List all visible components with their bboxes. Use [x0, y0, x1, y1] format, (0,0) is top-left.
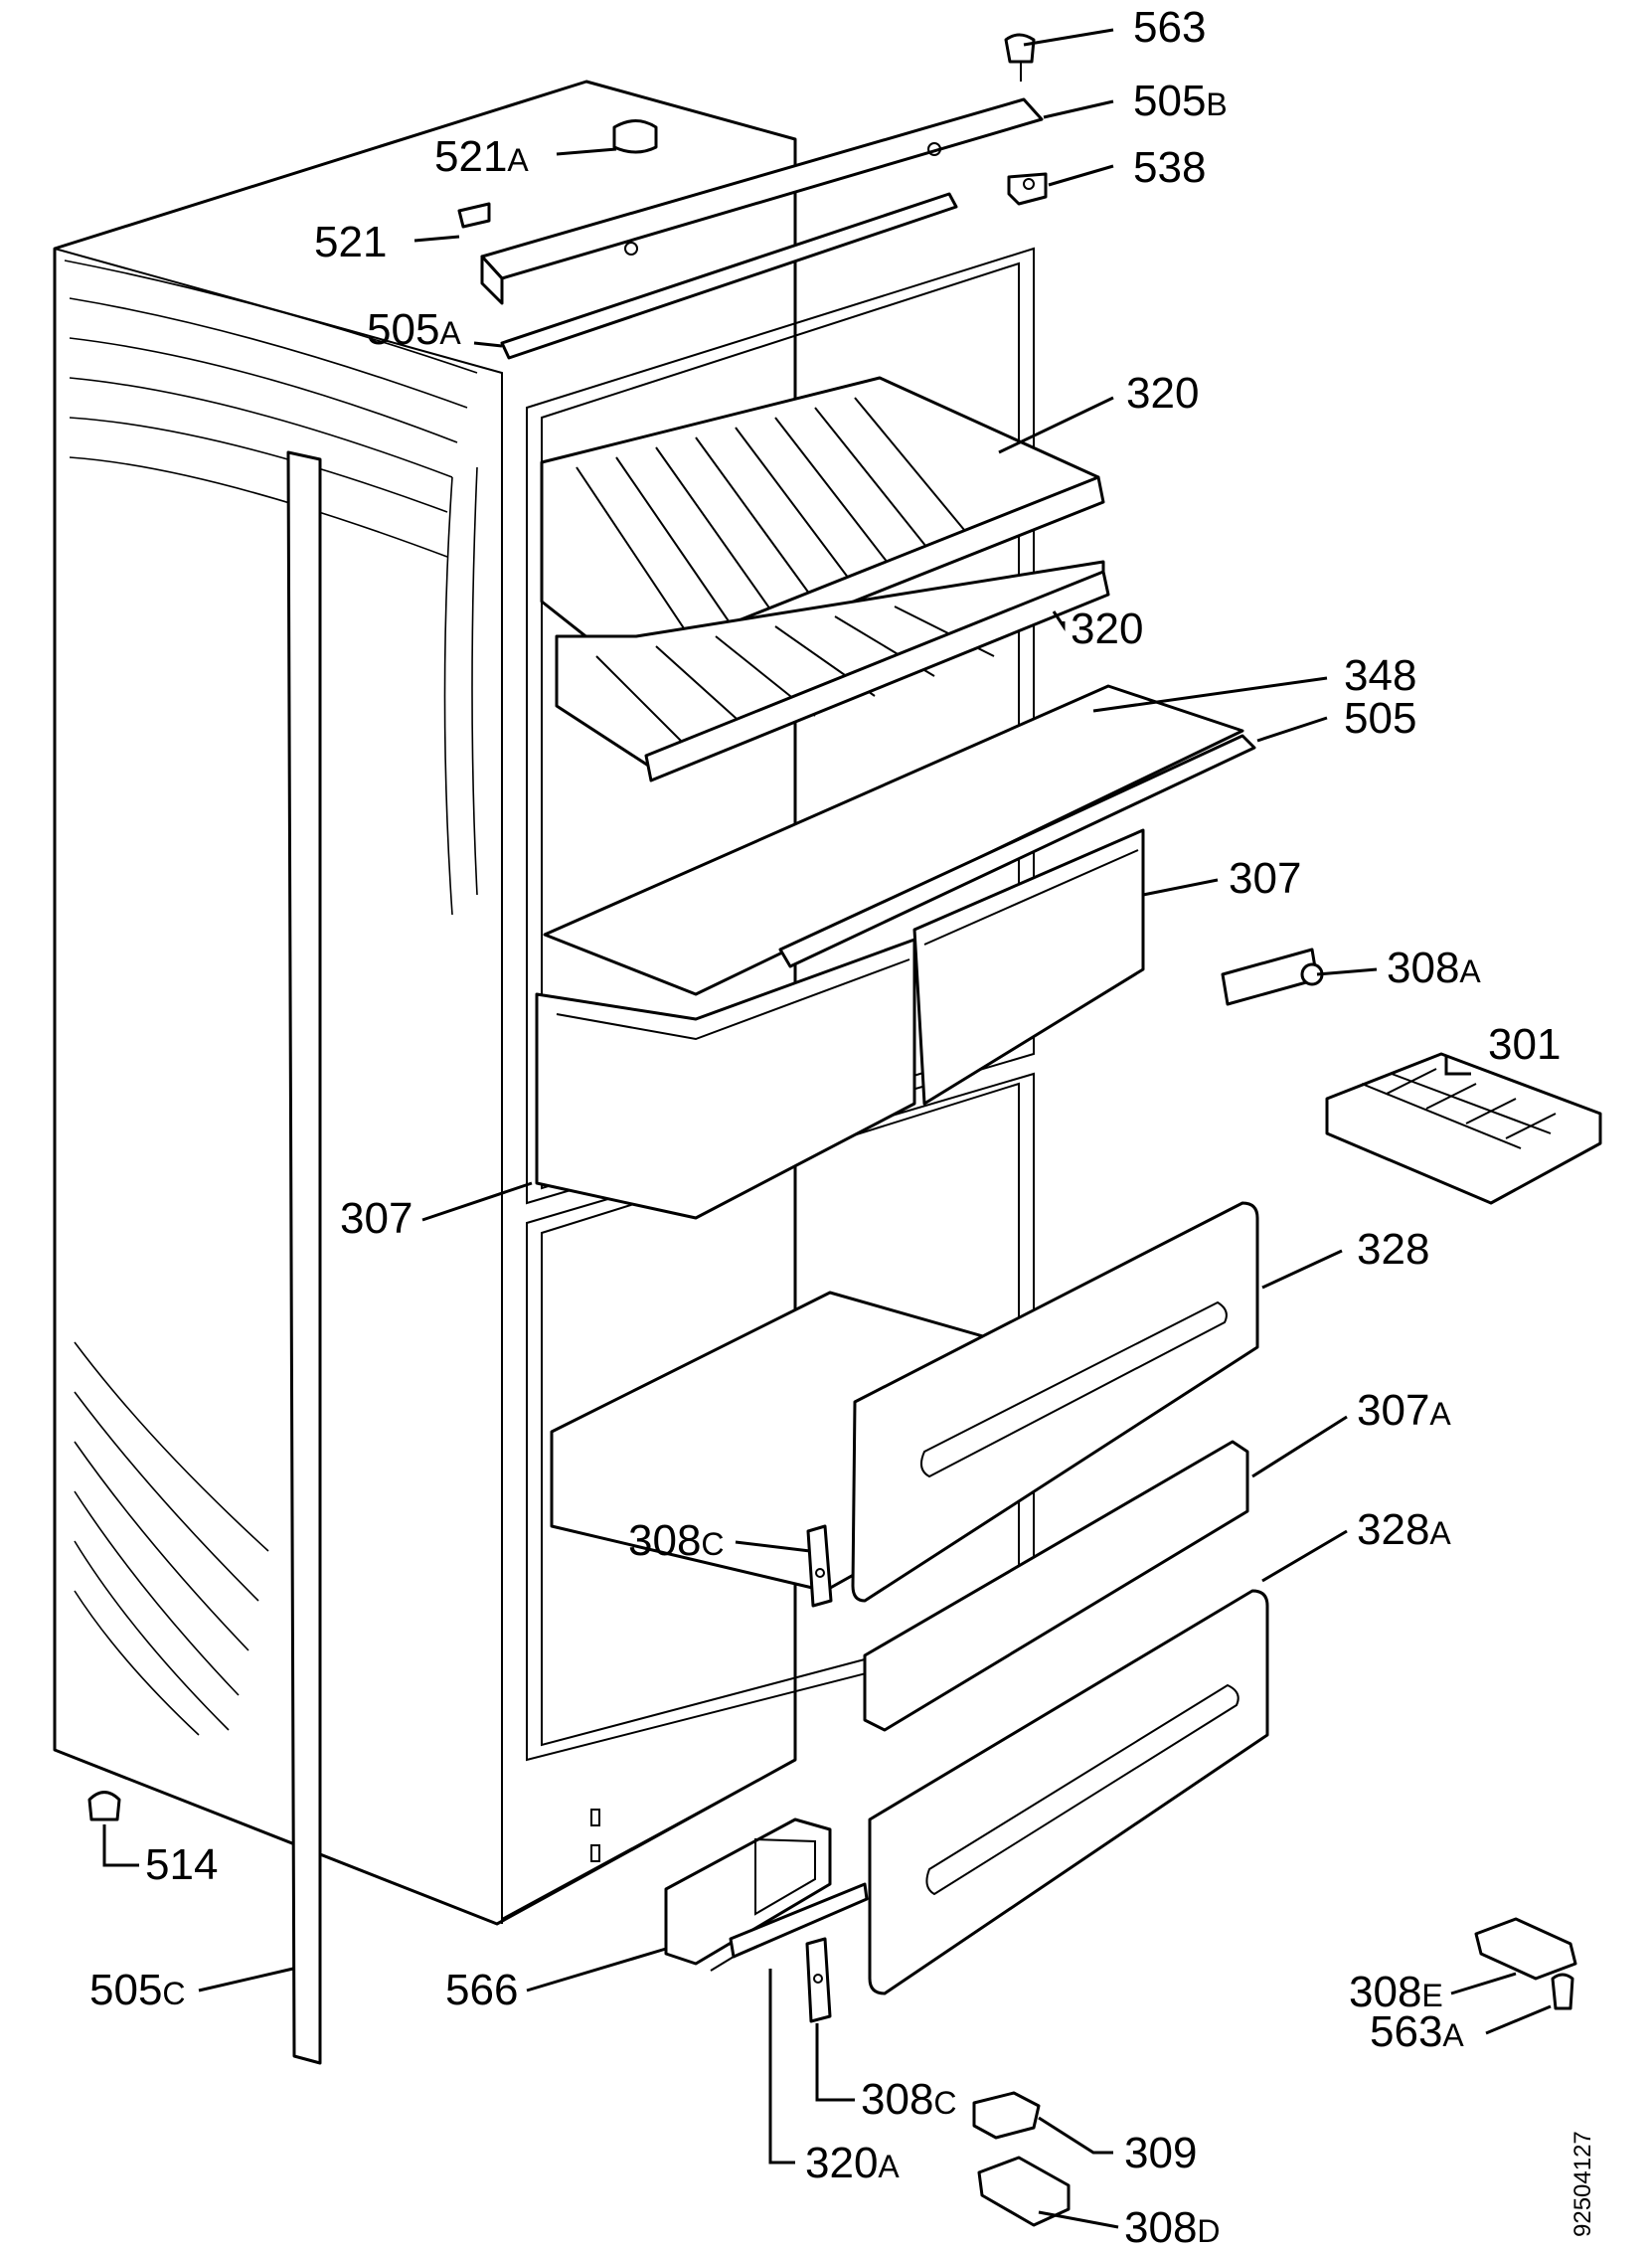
drawer-front-328 — [851, 1201, 1259, 1603]
label-number: 307 — [1357, 1386, 1429, 1435]
label-320a: 320A — [805, 2139, 900, 2187]
label-307-left: 307 — [340, 1194, 413, 1243]
label-538: 538 — [1133, 143, 1206, 192]
label-505c: 505C — [89, 1966, 186, 2014]
label-number: 308 — [1387, 944, 1459, 992]
label-number: 308 — [1349, 1968, 1421, 2016]
label-309: 309 — [1124, 2129, 1197, 2177]
label-suffix: B — [1206, 87, 1227, 122]
label-505a: 505A — [367, 305, 461, 354]
label-suffix: D — [1197, 2213, 1220, 2249]
clip-308c-upper — [806, 1524, 833, 1608]
label-number: 514 — [145, 1840, 218, 1889]
label-suffix: E — [1421, 1978, 1442, 2013]
label-number: 320 — [1126, 369, 1199, 418]
wire-shelf-320-lower — [555, 560, 1110, 782]
label-328: 328 — [1357, 1225, 1429, 1274]
label-number: 320 — [1071, 605, 1143, 653]
label-number: 505 — [89, 1966, 162, 2014]
block-309 — [972, 2091, 1041, 2140]
label-328a: 328A — [1357, 1505, 1451, 1554]
label-505: 505 — [1344, 694, 1416, 743]
label-number: 348 — [1344, 651, 1416, 700]
leader-lines — [102, 28, 1552, 2229]
label-566: 566 — [445, 1966, 518, 2014]
foot-514 — [87, 1791, 121, 1821]
top-strip-505a — [500, 192, 958, 360]
top-hinge-plate — [480, 97, 1044, 305]
label-320-lower: 320 — [1071, 605, 1143, 653]
hinge-538 — [1007, 172, 1048, 206]
label-521a: 521A — [434, 132, 529, 181]
document-number: 92504127 — [1569, 2131, 1596, 2237]
label-307-right: 307 — [1229, 854, 1301, 903]
drawer-307-left — [535, 938, 916, 1220]
label-308d: 308D — [1124, 2203, 1221, 2250]
label-suffix: A — [507, 142, 529, 178]
rail-320a — [710, 1882, 869, 1972]
hinge-pin-563 — [1004, 33, 1036, 82]
label-number: 521 — [314, 218, 387, 266]
label-number: 538 — [1133, 143, 1206, 192]
label-505b: 505B — [1133, 77, 1228, 125]
label-number: 308 — [628, 1516, 701, 1565]
label-number: 309 — [1124, 2129, 1197, 2177]
label-number: 505 — [367, 305, 439, 354]
label-number: 521 — [434, 132, 507, 181]
bracket-308d — [977, 2156, 1071, 2227]
label-number: 308 — [861, 2075, 933, 2124]
label-number: 320 — [805, 2139, 878, 2187]
drawer-front-328a — [868, 1589, 1269, 1995]
label-301: 301 — [1488, 1020, 1561, 1069]
label-307a: 307A — [1357, 1386, 1451, 1435]
shelf-strip-505 — [778, 734, 1256, 968]
label-suffix: C — [933, 2085, 956, 2121]
label-number: 328 — [1357, 1225, 1429, 1274]
glass-shelf-348 — [543, 684, 1244, 996]
label-suffix: C — [162, 1976, 185, 2011]
label-514: 514 — [145, 1840, 218, 1889]
label-suffix: A — [1429, 1515, 1451, 1551]
label-number: 308 — [1124, 2203, 1197, 2250]
label-number: 307 — [1229, 854, 1301, 903]
label-563: 563 — [1133, 3, 1206, 52]
label-521: 521 — [314, 218, 387, 266]
label-suffix: C — [701, 1526, 724, 1562]
label-308a: 308A — [1387, 944, 1481, 992]
label-suffix: A — [1459, 953, 1481, 989]
label-suffix: A — [439, 315, 461, 351]
plug-521 — [457, 202, 491, 229]
drawer-307-right — [912, 828, 1145, 1106]
label-563a: 563A — [1370, 2007, 1464, 2056]
label-number: 566 — [445, 1966, 518, 2014]
label-308c-lower: 308C — [861, 2075, 957, 2124]
door-gasket-505c — [286, 450, 322, 2065]
label-number: 563 — [1133, 3, 1206, 52]
label-suffix: A — [878, 2149, 900, 2184]
label-suffix: A — [1442, 2017, 1464, 2053]
label-308c-upper: 308C — [628, 1516, 725, 1565]
thermostat-566 — [664, 1817, 832, 1966]
label-number: 505 — [1344, 694, 1416, 743]
bracket-308e — [1474, 1917, 1577, 1981]
label-number: 301 — [1488, 1020, 1561, 1069]
label-320-upper: 320 — [1126, 369, 1199, 418]
label-348: 348 — [1344, 651, 1416, 700]
label-suffix: A — [1429, 1396, 1451, 1432]
label-number: 563 — [1370, 2007, 1442, 2056]
label-number: 307 — [340, 1194, 413, 1243]
cover-cap-521a — [612, 119, 658, 154]
drawer-front-307a — [863, 1440, 1249, 1732]
label-308e: 308E — [1349, 1968, 1443, 2016]
ice-tray-301 — [1325, 1052, 1602, 1205]
label-number: 328 — [1357, 1505, 1429, 1554]
pin-563a — [1551, 1973, 1574, 2010]
label-number: 505 — [1133, 77, 1206, 125]
hinge-bracket-308a — [1221, 948, 1324, 1006]
clip-308c-lower — [805, 1937, 832, 2023]
callout-labels: 563 505B 521A 538 521 505A 320 320 348 5… — [89, 3, 1561, 2250]
